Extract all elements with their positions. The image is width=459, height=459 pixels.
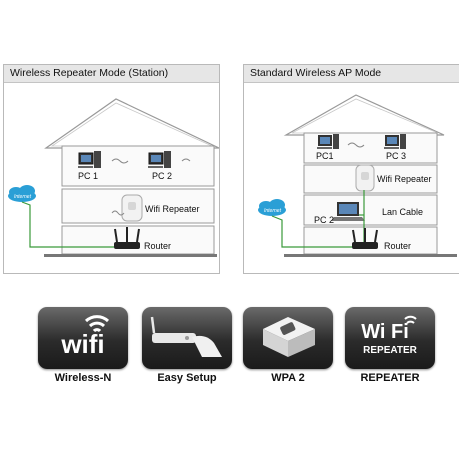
internet-cable: [21, 201, 114, 248]
ground-line: [284, 254, 457, 257]
house-floor-bottom: [303, 226, 438, 255]
lan-cable-label: Lan Cable: [382, 207, 423, 217]
feature-caption: Wireless-N: [54, 372, 112, 384]
ap-mode-panel: Standard Wireless AP Mode Internet PC1: [243, 64, 459, 274]
pc-2-icon: [148, 151, 171, 168]
internet-cable: [271, 215, 352, 248]
cloud-label: Internet: [14, 194, 32, 200]
wifi-logo-icon: wifi: [60, 315, 110, 359]
pc-2-label: PC 2: [314, 215, 334, 225]
pc-1-label: PC1: [316, 151, 334, 161]
wifi-badge: wifi: [38, 307, 128, 369]
repeater-mode-panel: Wireless Repeater Mode (Station) Interne…: [3, 64, 220, 274]
laptop-pc-2-icon: [331, 202, 365, 221]
repeater-badge: Wi Fi REPEATER: [345, 307, 435, 369]
pc-3-label: PC 3: [386, 151, 406, 161]
pc-1-icon: [78, 151, 101, 168]
panel-title: Wireless Repeater Mode (Station): [4, 65, 219, 83]
wifi-repeater-logo-icon: Wi Fi REPEATER: [361, 315, 418, 356]
easy-setup-icon: [150, 316, 222, 357]
pc-1-label: PC 1: [78, 171, 98, 181]
wifi-logo-text: wifi: [60, 329, 104, 359]
router-label: Router: [384, 241, 411, 251]
router-icon: [114, 227, 140, 249]
pc-3-icon: [384, 134, 406, 149]
internet-cloud-icon: [8, 185, 36, 202]
ground-line: [44, 254, 217, 257]
feature-caption: WPA 2: [271, 372, 305, 384]
signal-wave-icon: [347, 142, 365, 148]
house-roof: [44, 98, 219, 149]
house-roof: [283, 94, 445, 136]
repeater-logo-text: Wi Fi: [361, 321, 409, 343]
router-label: Router: [144, 241, 171, 251]
pc-1-icon: [317, 134, 339, 149]
wifi-repeater-icon: [121, 194, 143, 222]
signal-wave-icon: [111, 158, 129, 164]
easy-setup-badge: [142, 307, 232, 369]
internet-cloud-icon: [258, 199, 286, 216]
router-icon: [352, 228, 378, 249]
pc-2-label: PC 2: [152, 171, 172, 181]
house-floor-lower: [303, 194, 438, 226]
repeater-logo-subtext: REPEATER: [363, 345, 417, 356]
wifi-repeater-icon: [355, 164, 375, 192]
feature-caption: Easy Setup: [157, 372, 217, 384]
feature-caption: REPEATER: [360, 372, 420, 384]
cloud-label: Internet: [264, 208, 282, 214]
repeater-label: Wifi Repeater: [377, 174, 432, 184]
panel-title: Standard Wireless AP Mode: [244, 65, 459, 83]
repeater-label: Wifi Repeater: [145, 204, 200, 214]
wpa-device-icon: [263, 317, 315, 357]
wpa2-badge: [243, 307, 333, 369]
